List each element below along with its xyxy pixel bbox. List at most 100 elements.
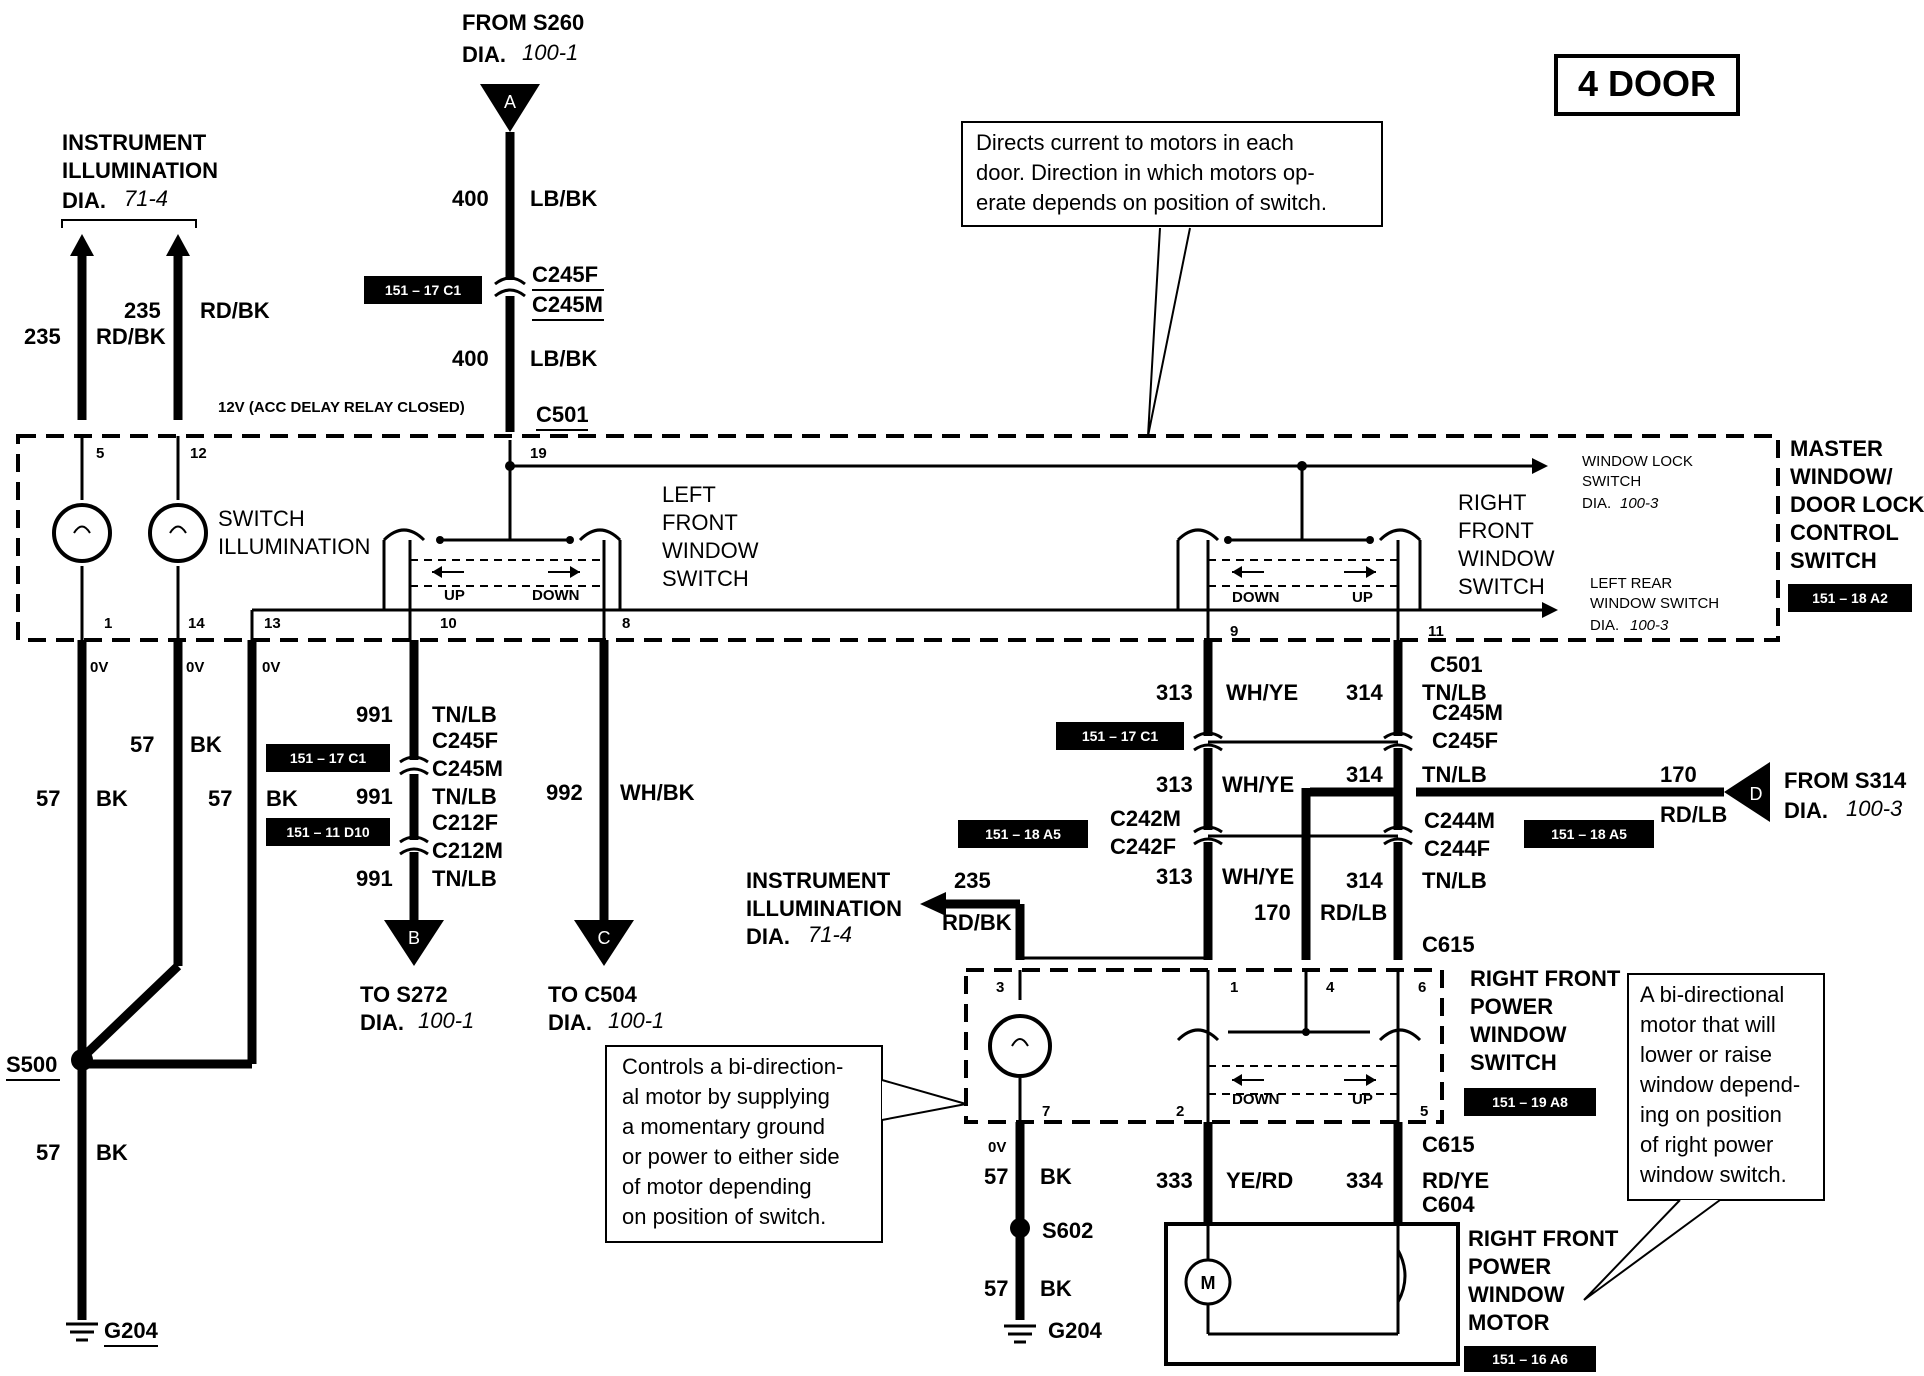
svg-text:C242M: C242M	[1110, 806, 1181, 831]
svg-text:DIA.: DIA.	[360, 1010, 404, 1035]
svg-text:0V: 0V	[988, 1139, 1006, 1156]
rf-switch-lower-wires: 0V 57 BK S602 57 BK G204 333 YE/RD 334 R…	[984, 1122, 1489, 1344]
svg-text:151 – 11 D10: 151 – 11 D10	[286, 824, 370, 840]
svg-text:UP: UP	[1352, 1091, 1373, 1108]
svg-text:SWITCH: SWITCH	[1790, 548, 1877, 573]
svg-text:71-4: 71-4	[124, 186, 168, 211]
svg-text:314: 314	[1346, 762, 1383, 787]
acc-note: 12V (ACC DELAY RELAY CLOSED)	[218, 399, 465, 416]
svg-text:313: 313	[1156, 772, 1193, 797]
svg-text:WINDOW: WINDOW	[1470, 1022, 1567, 1047]
tag-151-17-c1-top: 151 – 17 C1	[364, 276, 482, 304]
svg-text:INSTRUMENT: INSTRUMENT	[62, 130, 207, 155]
svg-text:1: 1	[1230, 979, 1238, 996]
svg-text:313: 313	[1156, 864, 1193, 889]
svg-text:314: 314	[1346, 868, 1383, 893]
svg-text:WH/BK: WH/BK	[620, 780, 695, 805]
svg-text:C212M: C212M	[432, 838, 503, 863]
svg-text:170: 170	[1254, 900, 1291, 925]
svg-text:ILLUMINATION: ILLUMINATION	[746, 896, 902, 921]
svg-text:6: 6	[1418, 979, 1426, 996]
svg-text:0V: 0V	[262, 659, 280, 676]
svg-text:M: M	[1201, 1273, 1216, 1293]
svg-text:WH/YE: WH/YE	[1222, 864, 1294, 889]
svg-text:170: 170	[1660, 762, 1697, 787]
svg-text:14: 14	[188, 615, 205, 632]
svg-text:334: 334	[1346, 1168, 1383, 1193]
svg-text:C242F: C242F	[1110, 834, 1176, 859]
svg-text:DOOR LOCK: DOOR LOCK	[1790, 492, 1924, 517]
window-lock-label: WINDOW LOCK SWITCH DIA. 100-3	[1582, 453, 1693, 512]
svg-text:RIGHT FRONT: RIGHT FRONT	[1468, 1226, 1619, 1251]
svg-text:991: 991	[356, 866, 393, 891]
svg-text:RIGHT FRONT: RIGHT FRONT	[1470, 966, 1621, 991]
svg-text:TN/LB: TN/LB	[1422, 680, 1487, 705]
right-front-window-switch-master: DOWN UP RIGHT FRONT WINDOW SWITCH 9 11	[1176, 490, 1555, 640]
svg-text:2: 2	[1176, 1103, 1184, 1120]
svg-text:S500: S500	[6, 1052, 57, 1077]
svg-text:RD/YE: RD/YE	[1422, 1168, 1489, 1193]
svg-text:13: 13	[264, 615, 281, 632]
svg-text:151 – 18 A5: 151 – 18 A5	[985, 826, 1061, 842]
svg-text:SWITCH: SWITCH	[1582, 473, 1641, 490]
tag-151-11-d10: 151 – 11 D10	[266, 818, 390, 846]
svg-text:FRONT: FRONT	[662, 510, 738, 535]
svg-text:SWITCH: SWITCH	[1458, 574, 1545, 599]
svg-text:D: D	[1750, 784, 1763, 804]
svg-text:DIA.: DIA.	[462, 42, 506, 67]
master-switch-label: MASTER WINDOW/ DOOR LOCK CONTROL SWITCH …	[1788, 436, 1924, 612]
svg-text:window switch.: window switch.	[1639, 1162, 1787, 1187]
splice-s500-dot	[71, 1049, 93, 1071]
svg-text:RD/BK: RD/BK	[200, 298, 270, 323]
svg-text:7: 7	[1042, 1103, 1050, 1120]
svg-text:57: 57	[208, 786, 232, 811]
svg-text:YE/RD: YE/RD	[1226, 1168, 1293, 1193]
svg-text:C615: C615	[1422, 1132, 1475, 1157]
svg-text:WINDOW: WINDOW	[1458, 546, 1555, 571]
tag-151-17-c1-right: 151 – 17 C1	[1056, 722, 1184, 750]
svg-text:A bi-directional: A bi-directional	[1640, 982, 1784, 1007]
svg-text:Directs current to motors in e: Directs current to motors in each	[976, 130, 1294, 155]
svg-text:A: A	[504, 92, 516, 112]
svg-text:4: 4	[1326, 979, 1335, 996]
svg-text:12: 12	[190, 445, 207, 462]
svg-text:DIA.: DIA.	[548, 1010, 592, 1035]
svg-text:BK: BK	[96, 1140, 128, 1165]
svg-text:motor that will: motor that will	[1640, 1012, 1776, 1037]
svg-text:100-1: 100-1	[522, 40, 578, 65]
svg-text:DOWN: DOWN	[1232, 1091, 1280, 1108]
svg-text:MASTER: MASTER	[1790, 436, 1883, 461]
svg-text:400: 400	[452, 346, 489, 371]
svg-text:0V: 0V	[90, 659, 108, 676]
svg-text:UP: UP	[444, 587, 465, 604]
svg-text:100-3: 100-3	[1630, 617, 1669, 634]
svg-text:0V: 0V	[186, 659, 204, 676]
svg-text:BK: BK	[1040, 1276, 1072, 1301]
svg-text:BK: BK	[266, 786, 298, 811]
master-internal-bus: 19	[250, 440, 1558, 640]
svg-text:RD/BK: RD/BK	[942, 910, 1012, 935]
svg-text:C501: C501	[536, 402, 589, 427]
svg-text:on position of switch.: on position of switch.	[622, 1204, 826, 1229]
svg-text:POWER: POWER	[1470, 994, 1553, 1019]
svg-text:BK: BK	[1040, 1164, 1072, 1189]
connector-a-triangle	[480, 84, 540, 132]
svg-text:4 DOOR: 4 DOOR	[1578, 63, 1716, 104]
svg-text:DIA.: DIA.	[746, 924, 790, 949]
svg-text:RD/BK: RD/BK	[96, 324, 166, 349]
svg-text:FRONT: FRONT	[1458, 518, 1534, 543]
svg-text:WINDOW LOCK: WINDOW LOCK	[1582, 453, 1693, 470]
svg-text:C245F: C245F	[1432, 728, 1498, 753]
svg-text:992: 992	[546, 780, 583, 805]
svg-text:400: 400	[452, 186, 489, 211]
svg-text:151 – 17 C1: 151 – 17 C1	[1082, 728, 1158, 744]
svg-text:151 – 18 A5: 151 – 18 A5	[1551, 826, 1627, 842]
svg-text:UP: UP	[1352, 589, 1373, 606]
svg-text:INSTRUMENT: INSTRUMENT	[746, 868, 891, 893]
wire-170: D 170 RD/LB FROM S314 DIA. 100-3 170 RD/…	[1254, 762, 1907, 960]
tag-151-18-a5-right: 151 – 18 A5	[1524, 820, 1654, 848]
source-s260: FROM S260 DIA. 100-1 A	[462, 10, 584, 132]
svg-text:57: 57	[984, 1164, 1008, 1189]
wire-314: 314 TN/LB 314 314 TN/LB C501 C245M C245F…	[1346, 640, 1503, 960]
